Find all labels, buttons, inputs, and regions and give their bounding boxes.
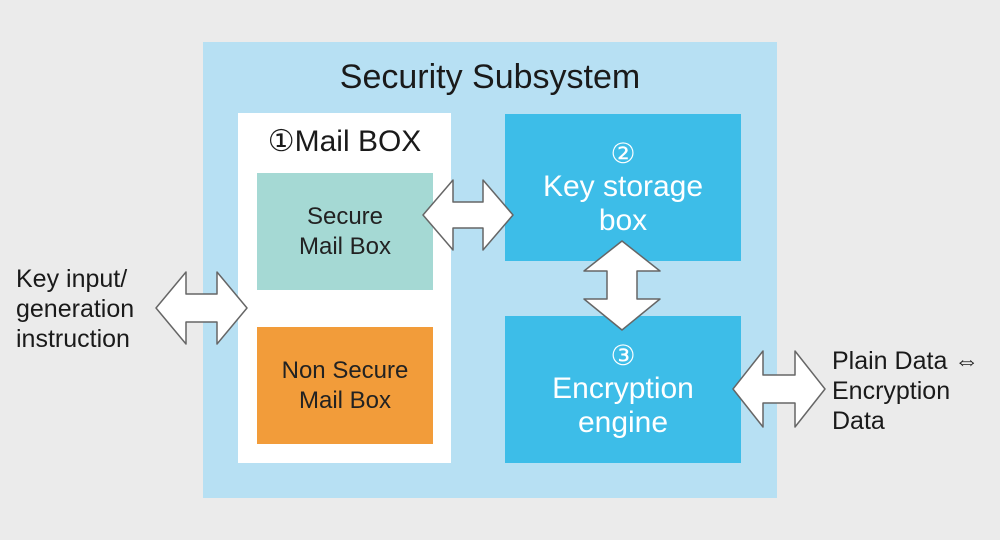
plain-data-line-3: Data <box>832 407 885 435</box>
encryption-engine-line-2: engine <box>577 405 669 439</box>
key-storage-line-1: Key storage <box>542 169 704 203</box>
mail-box-title: ①Mail BOX <box>267 125 422 158</box>
mailbox-keystorage-arrow <box>422 179 514 251</box>
keystorage-engine-arrow <box>583 240 661 331</box>
plain-data-line-2: Encryption <box>832 377 951 405</box>
encryption-engine-line-1: Encryption <box>552 371 694 405</box>
engine-output-arrow <box>732 350 826 428</box>
key-input-line-1: Key input/ <box>16 265 128 293</box>
non-secure-mail-box-line-2: Mail Box <box>298 386 392 414</box>
secure-mail-box-line-1: Secure <box>306 202 384 230</box>
plain-encryption-data-label: Plain Data ⇔ Encryption Data <box>832 346 1000 436</box>
encryption-engine-number: ③ <box>610 339 636 371</box>
encryption-engine-box: ③ Encryption engine <box>505 316 741 463</box>
key-storage-line-2: box <box>598 203 648 237</box>
non-secure-mail-box-line-1: Non Secure <box>281 356 409 384</box>
secure-mail-box: Secure Mail Box <box>257 173 433 290</box>
key-input-label: Key input/ generation instruction <box>16 264 166 354</box>
key-input-line-2: generation <box>16 295 135 323</box>
key-input-line-3: instruction <box>16 325 130 353</box>
secure-mail-box-line-2: Mail Box <box>298 232 392 260</box>
plain-data-line-1: Plain Data ⇔ <box>832 347 980 375</box>
subsystem-title: Security Subsystem <box>339 58 641 96</box>
non-secure-mail-box: Non Secure Mail Box <box>257 327 433 444</box>
key-storage-number: ② <box>610 137 636 169</box>
key-storage-box: ② Key storage box <box>505 114 741 261</box>
left-input-arrow <box>155 271 248 345</box>
